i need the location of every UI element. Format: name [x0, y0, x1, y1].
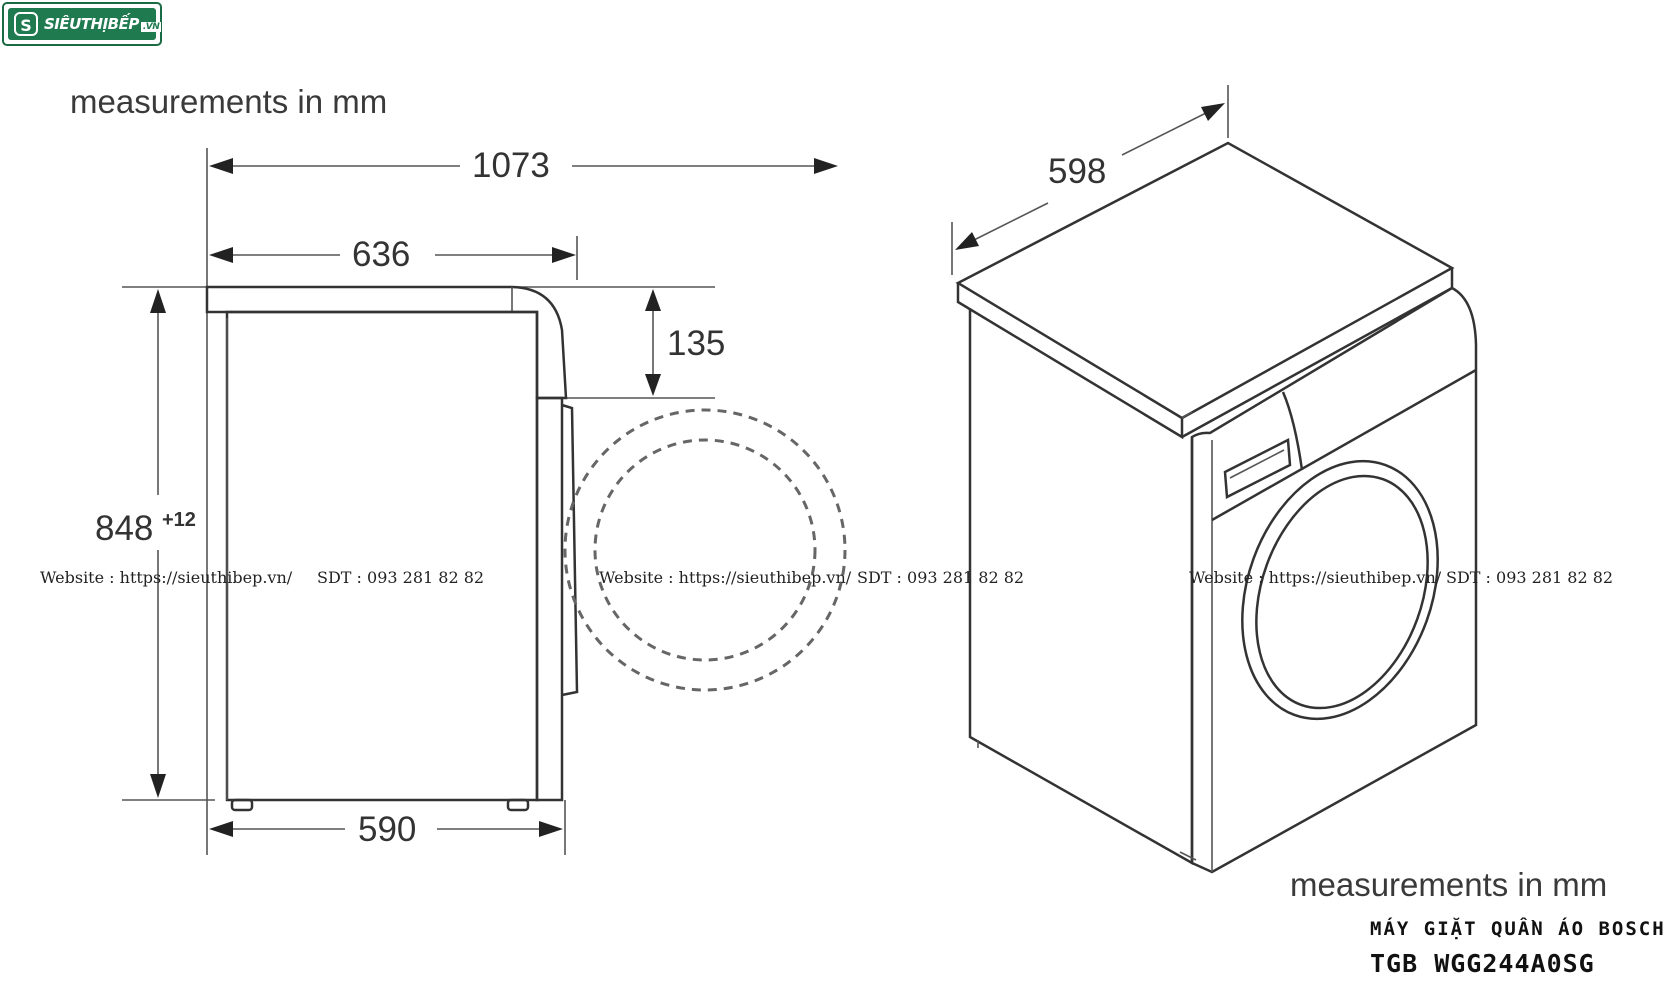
units-label-top: measurements in mm — [70, 83, 387, 120]
arrow-135-top — [645, 289, 661, 311]
arrow-848-bottom — [150, 774, 166, 798]
iso-door-outer — [1241, 459, 1439, 721]
iso-lid-left-edge — [956, 283, 1184, 440]
watermark-phone-1: SDT : 093 281 82 82 — [317, 568, 484, 587]
arrow-590-right — [539, 821, 563, 837]
arrow-636-right — [552, 247, 576, 263]
arrow-590-left — [209, 821, 233, 837]
dim-848-tolerance: +12 — [162, 509, 196, 531]
logo-name: SIÊUTHỊBẾP — [44, 15, 139, 33]
logo-tld: .VN — [140, 22, 162, 32]
watermark-website-3: Website : https://sieuthibep.vn/ — [1189, 568, 1442, 587]
brand-logo: S SIÊUTHỊBẾP.VN — [2, 2, 162, 46]
dim-598: 598 — [1048, 152, 1106, 191]
watermark-1: Website : https://sieuthibep.vn/ SDT : 0… — [40, 568, 484, 587]
side-foot-front — [506, 798, 530, 812]
iso-detergent-drawer — [1281, 391, 1304, 471]
caption-model: TGB WGG244A0SG — [1370, 949, 1595, 978]
iso-lid-front-edge — [1181, 268, 1454, 439]
iso-foot-front — [1179, 851, 1197, 861]
arrow-636-left — [209, 247, 233, 263]
dim-590: 590 — [358, 810, 416, 849]
arrow-135-bottom — [645, 374, 661, 396]
side-front-panel — [535, 396, 564, 802]
arrow-598-right — [1201, 103, 1225, 121]
watermark-phone-2: SDT : 093 281 82 82 — [857, 568, 1024, 587]
brand-logo-inner: S SIÊUTHỊBẾP.VN — [8, 8, 162, 40]
iso-display — [1223, 438, 1292, 499]
iso-front-panel — [1190, 286, 1478, 874]
iso-top-lid — [955, 141, 1455, 420]
arrow-598-left — [955, 232, 979, 250]
logo-mark-icon: S — [14, 12, 38, 36]
logo-text: SIÊUTHỊBẾP.VN — [44, 15, 162, 33]
watermark-2: Website : https://sieuthibep.vn/ SDT : 0… — [599, 568, 1024, 587]
arrow-1073-right — [814, 158, 838, 174]
iso-view-machine: 598 — [951, 85, 1478, 874]
watermark-website-2: Website : https://sieuthibep.vn/ — [599, 568, 852, 587]
watermark-3: Website : https://sieuthibep.vn/ SDT : 0… — [1189, 568, 1613, 587]
iso-lid-corner — [1181, 411, 1193, 419]
side-door — [561, 403, 579, 697]
dim-135: 135 — [667, 324, 725, 363]
watermark-website-1: Website : https://sieuthibep.vn/ — [40, 568, 293, 587]
side-body — [225, 310, 539, 802]
caption-product-type: MÁY GIẶT QUẦN ÁO BOSCH — [1370, 916, 1666, 940]
door-swing-inner — [593, 438, 817, 662]
arrow-848-top — [150, 289, 166, 313]
watermark-phone-3: SDT : 093 281 82 82 — [1446, 568, 1613, 587]
units-label-bottom: measurements in mm — [1290, 866, 1607, 903]
dim-1073: 1073 — [472, 146, 550, 185]
dim-848: 848 — [95, 509, 153, 548]
iso-door-inner — [1255, 474, 1429, 710]
iso-display-line — [1229, 449, 1285, 479]
side-foot-rear — [230, 798, 254, 812]
arrow-1073-left — [209, 158, 233, 174]
dim-636: 636 — [352, 235, 410, 274]
door-swing-outer — [563, 408, 847, 692]
side-view-machine — [205, 285, 847, 812]
iso-control-divider — [1211, 368, 1477, 522]
